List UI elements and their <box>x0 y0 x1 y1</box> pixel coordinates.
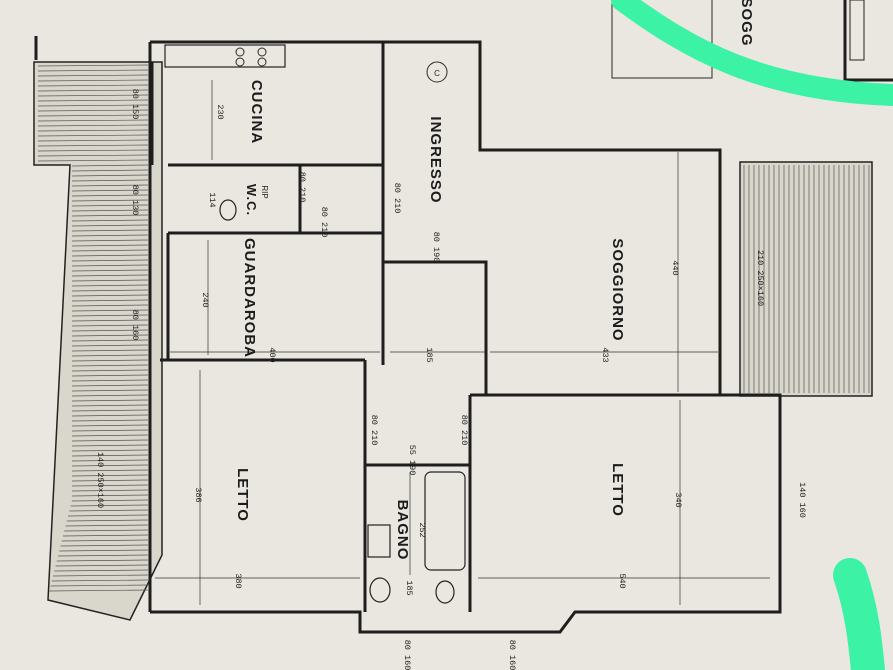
neighbour-unit <box>611 0 893 82</box>
opening-door-letto-l: 80 210 <box>369 415 379 446</box>
opening-window-letto-left: 140 250×160 <box>95 452 105 508</box>
inner-walls <box>150 42 760 612</box>
dim-letto-left-height: 386 <box>193 487 203 502</box>
opening-window-bottom-left: 80 160 <box>402 640 412 670</box>
room-label-bagno: BAGNO <box>394 500 411 561</box>
bidet-bagno <box>435 580 455 604</box>
sink-bagno <box>367 524 391 558</box>
c-marker-symbol: C <box>426 61 448 83</box>
c-marker-label: C <box>434 69 440 78</box>
room-label-letto-left: LETTO <box>234 468 251 522</box>
room-label-letto-right: LETTO <box>609 463 626 517</box>
room-label-cucina: CUCINA <box>248 80 265 144</box>
toilet-wc <box>219 199 237 221</box>
opening-door-corridor: 80 190 <box>431 232 441 263</box>
opening-window-soggiorno: 210 250×160 <box>755 250 765 306</box>
opening-window-wc: 80 130 <box>130 185 140 216</box>
opening-window-letto-right: 140 160 <box>797 482 807 518</box>
opening-window-bottom-right: 80 160 <box>507 640 517 670</box>
kitchen-counter <box>164 44 286 68</box>
opening-door-rip: 80 210 <box>319 207 329 238</box>
dim-bagno-height: 252 <box>417 522 427 537</box>
room-label-ingresso: INGRESSO <box>427 116 444 203</box>
dim-letto-right-height: 340 <box>673 492 683 507</box>
room-label-soggiorno: SOGGIORNO <box>609 238 626 341</box>
dim-corridor-width: 185 <box>424 347 434 362</box>
toilet-bagno <box>369 577 391 603</box>
room-label-soggiorno-neighbour: SOGG <box>738 0 755 47</box>
dim-bagno-width: 185 <box>404 580 414 595</box>
bathtub <box>424 471 466 571</box>
opening-door-bagno: 55 190 <box>407 445 417 476</box>
room-label-guardaroba: GUARDAROBA <box>241 238 258 358</box>
highlighter-stroke-top <box>611 0 893 106</box>
opening-window-guardaroba: 80 160 <box>130 310 140 341</box>
balcony-left <box>33 61 163 621</box>
dimension-lines <box>155 80 770 605</box>
balcony-right <box>739 161 873 397</box>
opening-door-ingresso: 80 210 <box>392 183 402 214</box>
outer-walls <box>34 36 782 634</box>
dim-guardaroba-height: 240 <box>200 292 210 307</box>
dim-wc-width: 114 <box>207 192 217 207</box>
rip-label: RIP <box>260 185 269 198</box>
dim-guardaroba-width: 400 <box>267 347 277 362</box>
dim-soggiorno-width: 433 <box>600 347 610 362</box>
opening-window-cucina: 80 150 <box>130 89 140 120</box>
opening-door-wc: 80 210 <box>297 172 307 203</box>
room-label-wc: W.C. <box>244 184 259 216</box>
dim-cucina-height: 230 <box>215 104 225 119</box>
dim-letto-right-width: 540 <box>617 573 627 588</box>
dim-soggiorno-height: 440 <box>670 260 680 275</box>
highlighter-stroke-bottom <box>833 558 885 670</box>
dim-letto-left-width: 380 <box>233 573 243 588</box>
opening-door-letto-r: 80 210 <box>459 415 469 446</box>
